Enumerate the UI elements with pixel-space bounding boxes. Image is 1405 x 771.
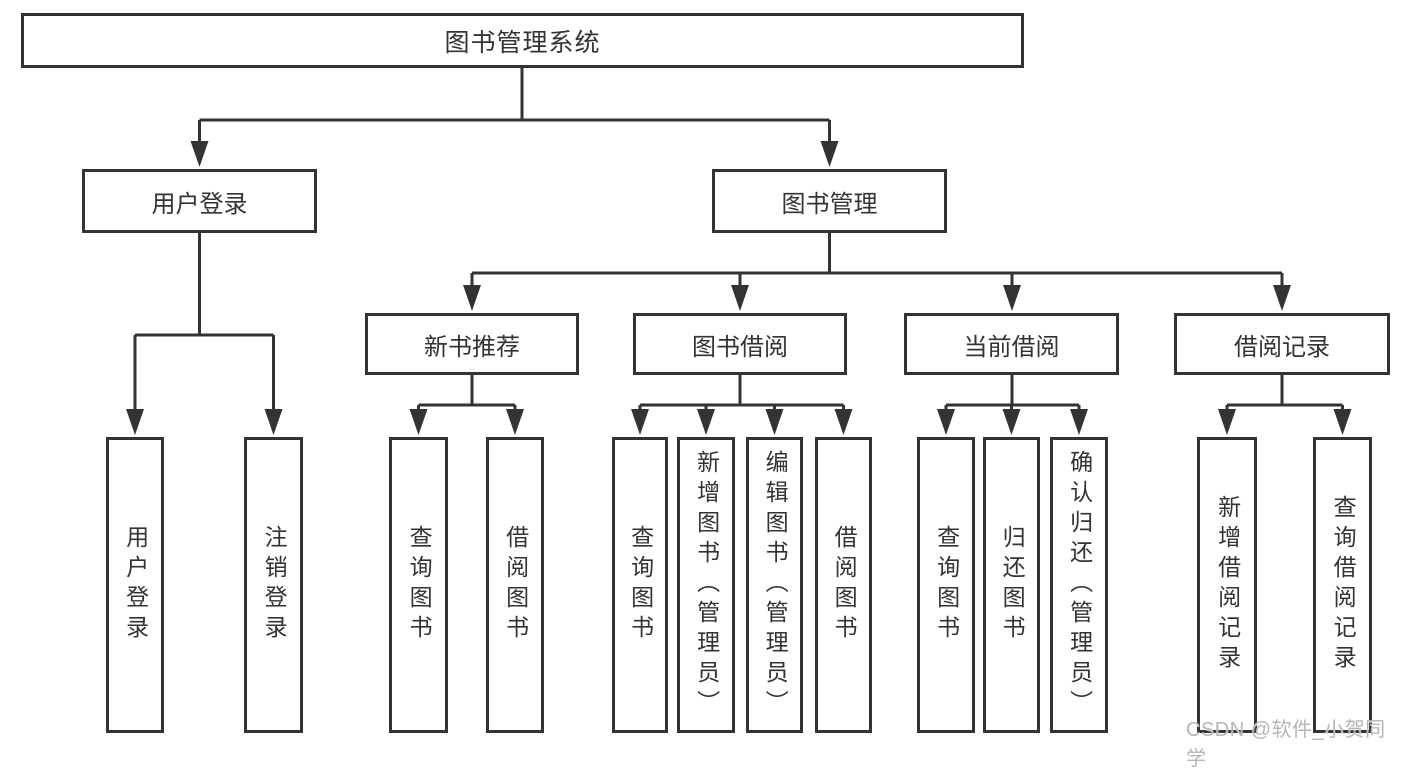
node-user-login-leaf: 用户登录: [106, 437, 164, 733]
node-confirm-return-admin: 确认归还（管理员）: [1050, 437, 1108, 733]
node-label: 图书借阅: [692, 333, 788, 361]
node-return-books: 归还图书: [983, 437, 1040, 733]
node-label: 用户登录: [151, 190, 248, 218]
node-user-login: 用户登录: [82, 169, 317, 233]
node-add-books-admin: 新增图书（管理员）: [677, 437, 735, 733]
node-query-books-2: 查询图书: [612, 437, 668, 733]
node-label: 图书管理: [781, 190, 878, 218]
node-label: 借阅图书: [831, 525, 858, 645]
diagram-canvas: 图书管理系统 用户登录 图书管理 新书推荐 图书借阅 当前借阅 借阅记录 用户登…: [21, 13, 1390, 770]
node-query-books-1: 查询图书: [389, 437, 448, 733]
node-label: 归还图书: [999, 525, 1026, 645]
node-label: 新书推荐: [424, 333, 520, 361]
node-label: 编辑图书（管理员）: [762, 450, 789, 720]
node-book-borrowing: 图书借阅: [633, 313, 847, 375]
node-borrow-books-2: 借阅图书: [815, 437, 872, 733]
node-label: 用户登录: [122, 525, 149, 645]
node-label: 查询图书: [933, 525, 960, 645]
connector-arrowheads: [126, 141, 1352, 435]
node-book-management: 图书管理: [712, 169, 947, 233]
node-borrow-books-1: 借阅图书: [486, 437, 544, 733]
node-query-books-3: 查询图书: [917, 437, 975, 733]
node-label: 查询借阅记录: [1330, 495, 1357, 675]
connector-wires: [126, 68, 1352, 435]
node-root: 图书管理系统: [21, 13, 1024, 68]
node-label: 注销登录: [261, 525, 288, 645]
node-new-book-recommend: 新书推荐: [365, 313, 579, 375]
node-label: 当前借阅: [963, 333, 1060, 361]
node-label: 借阅图书: [502, 525, 529, 645]
node-label: 确认归还（管理员）: [1066, 450, 1093, 720]
node-add-borrow-record: 新增借阅记录: [1197, 437, 1257, 733]
node-label: 新增借阅记录: [1214, 495, 1241, 675]
node-label: 查询图书: [627, 525, 654, 645]
node-edit-books-admin: 编辑图书（管理员）: [746, 437, 803, 733]
node-label: 新增图书（管理员）: [693, 450, 720, 720]
node-borrowing-records: 借阅记录: [1174, 313, 1390, 375]
node-label: 查询图书: [406, 525, 433, 645]
watermark: CSDN @软件_小贺同学: [1186, 719, 1386, 770]
node-label: 图书管理系统: [444, 28, 601, 57]
node-logout-leaf: 注销登录: [244, 437, 303, 733]
node-current-borrowing: 当前借阅: [904, 313, 1119, 375]
node-query-borrow-record: 查询借阅记录: [1313, 437, 1372, 733]
node-label: 借阅记录: [1234, 333, 1330, 361]
